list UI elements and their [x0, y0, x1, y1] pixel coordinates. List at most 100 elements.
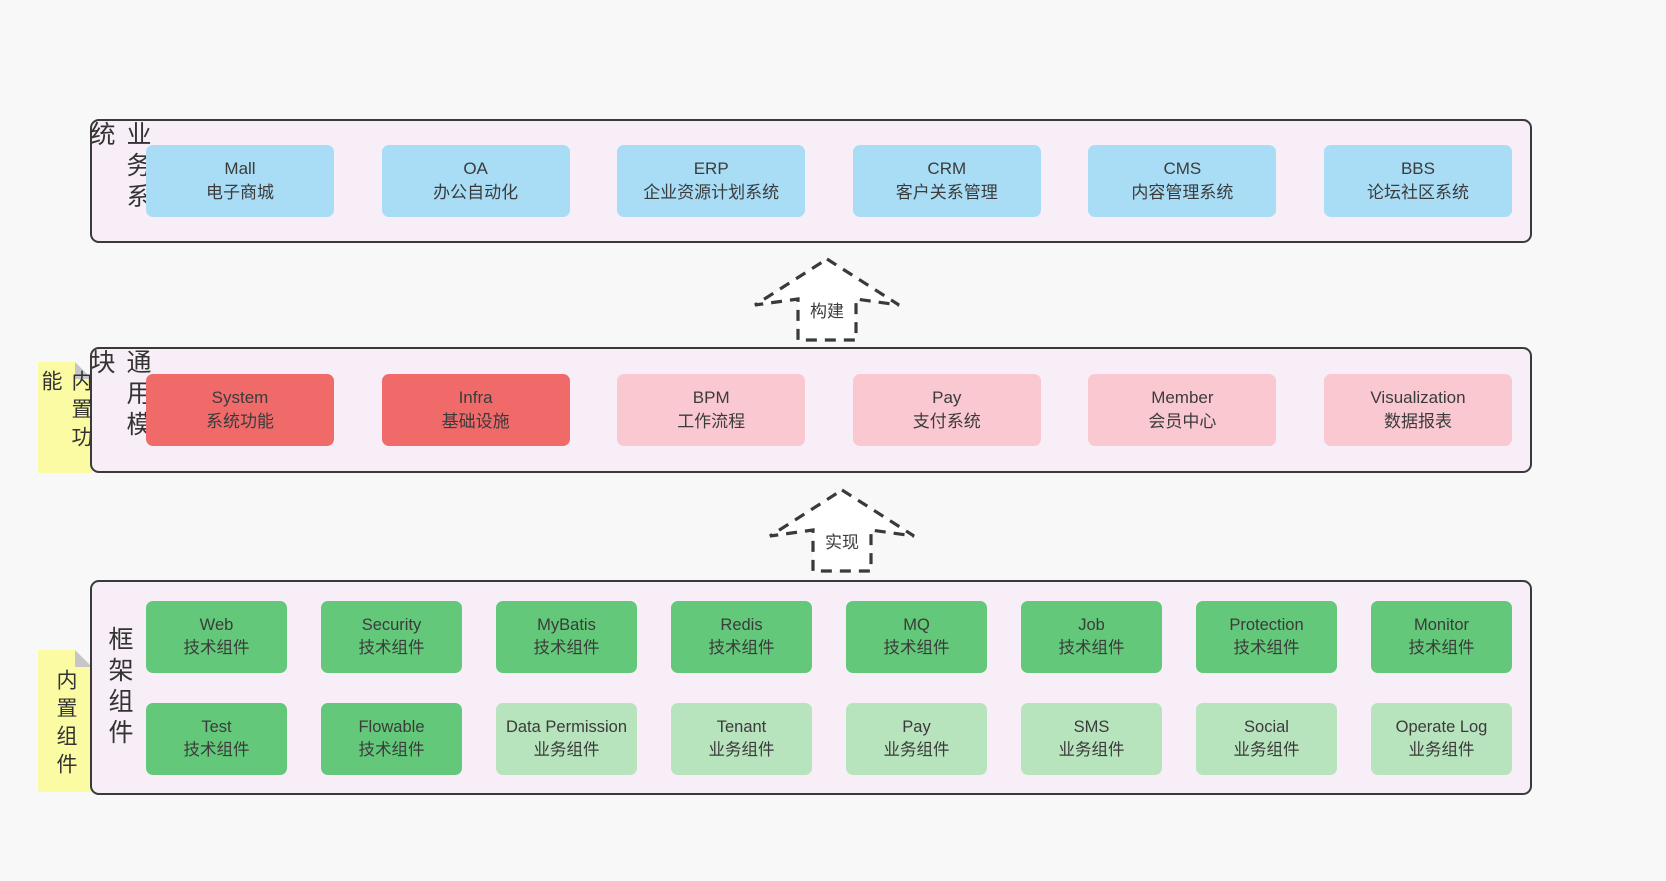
box-title: MyBatis [537, 616, 596, 635]
box-mq: MQ 技术组件 [846, 600, 987, 673]
box-title: Social [1244, 718, 1289, 737]
box-system: System 系统功能 [146, 374, 334, 446]
layer-common-modules: 通用模块 System 系统功能 Infra 基础设施 BPM 工作流程 Pay… [87, 347, 1532, 473]
box-subtitle: 系统功能 [206, 412, 274, 431]
box-title: SMS [1073, 718, 1110, 737]
box-title: BBS [1400, 159, 1435, 179]
build-arrow-label: 构建 [807, 297, 847, 322]
layer-label-framework-components: 框架组件 [105, 625, 133, 750]
box-subtitle: 业务组件 [1233, 740, 1300, 759]
box-subtitle: 基础设施 [441, 412, 510, 431]
box-operate-log: Operate Log 业务组件 [1371, 702, 1512, 775]
box-title: Tenant [716, 718, 767, 737]
layer-label-business-systems: 业务系统 [87, 121, 151, 214]
box-title: Infra [458, 388, 493, 408]
box-social: Social 业务组件 [1196, 702, 1337, 775]
box-mall: Mall 电子商城 [146, 145, 334, 217]
layer-label-common-modules: 通用模块 [87, 349, 151, 442]
box-bbs: BBS 论坛社区系统 [1323, 145, 1512, 217]
sticky-fold-icon [75, 362, 92, 379]
box-title: Mall [224, 159, 256, 179]
box-subtitle: 技术组件 [533, 638, 600, 657]
box-subtitle: 业务组件 [708, 740, 775, 759]
box-web: Web 技术组件 [146, 600, 287, 673]
box-cms: CMS 内容管理系统 [1088, 145, 1277, 217]
box-title: BPM [692, 388, 730, 408]
sticky-fold-icon [75, 650, 92, 667]
box-subtitle: 技术组件 [883, 638, 950, 657]
box-title: Protection [1229, 616, 1304, 635]
box-subtitle: 数据报表 [1383, 412, 1452, 431]
box-job: Job 技术组件 [1021, 600, 1162, 673]
box-subtitle: 办公自动化 [433, 183, 519, 202]
business-systems-row: Mall 电子商城 OA 办公自动化 ERP 企业资源计划系统 CRM 客户关系… [146, 145, 1512, 217]
box-member: Member 会员中心 [1088, 374, 1277, 446]
box-subtitle: 工作流程 [677, 412, 746, 431]
box-subtitle: 内容管理系统 [1131, 183, 1234, 202]
box-subtitle: 业务组件 [1058, 740, 1125, 759]
box-title: CMS [1163, 159, 1202, 179]
box-title: Redis [720, 616, 763, 635]
box-subtitle: 业务组件 [1408, 740, 1475, 759]
box-title: OA [463, 159, 488, 179]
box-oa: OA 办公自动化 [381, 145, 570, 217]
box-bpm: BPM 工作流程 [617, 374, 806, 446]
box-crm: CRM 客户关系管理 [852, 145, 1041, 217]
box-title: CRM [927, 159, 967, 179]
box-redis: Redis 技术组件 [671, 600, 812, 673]
sticky-note-label: 内置功能 [39, 370, 92, 454]
box-subtitle: 论坛社区系统 [1366, 183, 1469, 202]
box-subtitle: 技术组件 [708, 638, 775, 657]
build-arrow-icon: 构建 [752, 256, 902, 344]
box-subtitle: 电子商城 [206, 183, 274, 202]
box-subtitle: 支付系统 [912, 412, 981, 431]
box-title: Flowable [358, 718, 425, 737]
box-title: Visualization [1370, 388, 1466, 408]
box-title: System [211, 388, 269, 408]
box-flowable: Flowable 技术组件 [321, 702, 462, 775]
box-subtitle: 技术组件 [1408, 638, 1475, 657]
box-title: Pay [902, 718, 931, 737]
box-subtitle: 企业资源计划系统 [643, 183, 780, 202]
sticky-note-shape [38, 362, 92, 473]
box-title: Job [1078, 616, 1105, 635]
box-title: Monitor [1413, 616, 1470, 635]
box-sms: SMS 业务组件 [1021, 702, 1162, 775]
box-pay-component: Pay 业务组件 [846, 702, 987, 775]
box-title: ERP [693, 159, 729, 179]
business-components-row: Test 技术组件 Flowable 技术组件 Data Permission … [146, 702, 1512, 775]
box-subtitle: 客户关系管理 [895, 183, 998, 202]
box-title: Security [361, 616, 422, 635]
box-title: Member [1151, 388, 1214, 408]
box-subtitle: 业务组件 [533, 740, 600, 759]
box-protection: Protection 技术组件 [1196, 600, 1337, 673]
sticky-note-shape [38, 650, 92, 792]
box-title: Web [199, 616, 234, 635]
box-title: Pay [932, 388, 962, 408]
box-subtitle: 技术组件 [183, 638, 250, 657]
box-subtitle: 技术组件 [1233, 638, 1300, 657]
box-title: MQ [903, 616, 930, 635]
sticky-note-builtin-functions: 内置功能 [38, 362, 92, 473]
box-subtitle: 会员中心 [1148, 412, 1217, 431]
box-monitor: Monitor 技术组件 [1371, 600, 1512, 673]
box-mybatis: MyBatis 技术组件 [496, 600, 637, 673]
box-title: Data Permission [505, 718, 628, 737]
box-data-permission: Data Permission 业务组件 [496, 702, 637, 775]
box-title: Operate Log [1395, 718, 1488, 737]
implement-arrow-label: 实现 [822, 528, 862, 553]
box-pay-system: Pay 支付系统 [852, 374, 1041, 446]
common-modules-row: System 系统功能 Infra 基础设施 BPM 工作流程 Pay 支付系统… [146, 374, 1512, 446]
box-subtitle: 技术组件 [183, 740, 250, 759]
box-infra: Infra 基础设施 [381, 374, 570, 446]
implement-arrow-icon: 实现 [767, 487, 917, 575]
layer-business-systems: 业务系统 Mall 电子商城 OA 办公自动化 ERP 企业资源计划系统 CRM… [87, 119, 1532, 243]
tech-components-row: Web 技术组件 Security 技术组件 MyBatis 技术组件 Redi… [146, 600, 1512, 673]
box-visualization: Visualization 数据报表 [1323, 374, 1512, 446]
box-test: Test 技术组件 [146, 702, 287, 775]
box-title: Test [201, 718, 232, 737]
box-subtitle: 业务组件 [883, 740, 950, 759]
box-subtitle: 技术组件 [358, 740, 425, 759]
box-security: Security 技术组件 [321, 600, 462, 673]
